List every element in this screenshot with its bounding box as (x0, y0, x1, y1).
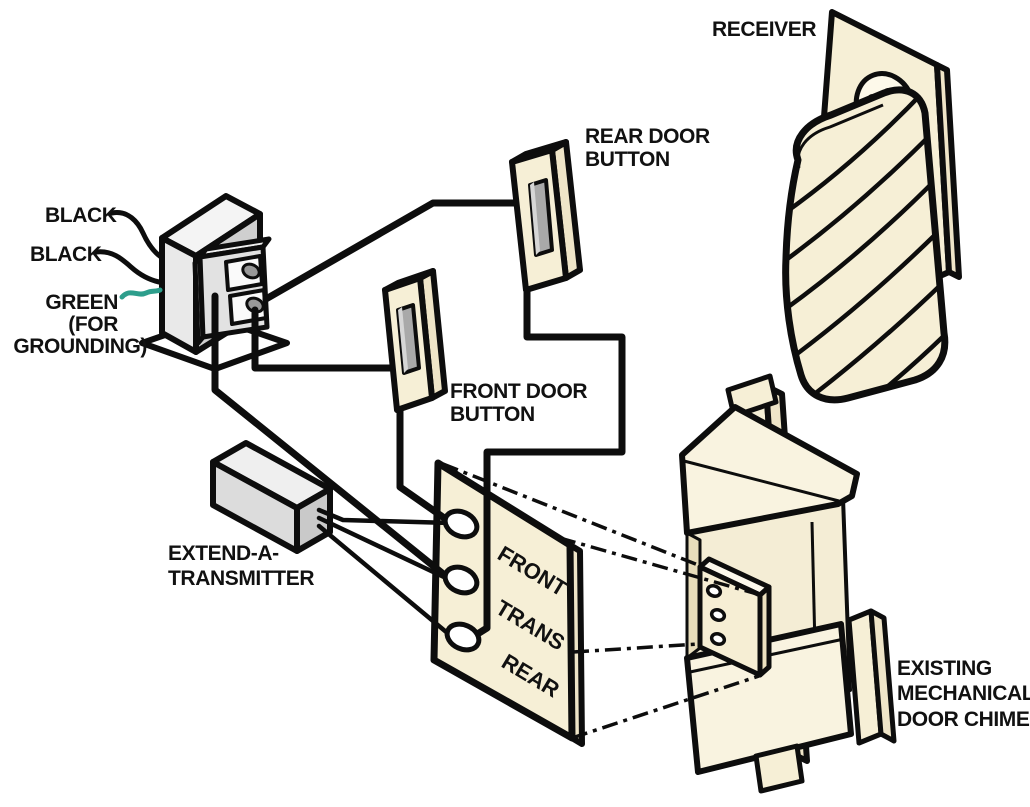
terminal-front-screw (442, 508, 480, 540)
label-transmitter-1: EXTEND-A- (168, 542, 279, 565)
label-green-3: GROUNDING) (13, 335, 147, 358)
label-rear-door-2: BUTTON (585, 148, 670, 171)
label-receiver: RECEIVER (712, 18, 816, 41)
label-chime-1: EXISTING (897, 657, 992, 680)
terminal-rear-screw (444, 621, 482, 653)
wire-transformer-to-rear-button (262, 199, 523, 303)
front-button-pushbutton-highlight (398, 307, 408, 373)
extend-a-transmitter (210, 440, 333, 554)
chime-top-cover (679, 404, 860, 536)
label-black-wire-2: BLACK (30, 243, 102, 266)
front-door-button (382, 268, 448, 413)
terminal-trans-screw (442, 564, 480, 596)
rear-button-pushbutton-highlight (530, 182, 540, 255)
label-chime-3: DOOR CHIME (897, 708, 1030, 731)
rear-door-button (509, 139, 583, 293)
green-ground-wire (119, 287, 163, 300)
wiring (211, 199, 626, 644)
wire-transmitter-to-rear-terminal (316, 523, 460, 644)
wire-transformer-to-trans-terminal (211, 292, 451, 581)
chime-right-tab-side (868, 608, 897, 744)
label-green-2: (FOR (68, 313, 118, 336)
chime-terminal-hole-3 (709, 632, 727, 646)
label-transmitter-2: TRANSMITTER (168, 567, 314, 590)
label-green-1: GREEN (45, 291, 118, 314)
label-front-door-1: FRONT DOOR (450, 380, 587, 403)
chime-bottom-tab (753, 743, 805, 794)
label-chime-2: MECHANICAL (897, 682, 1030, 705)
wire-front-button-to-front-terminal (396, 401, 454, 526)
existing-mechanical-door-chime (679, 373, 897, 794)
chime-terminal-hole-1 (705, 584, 723, 598)
receiver-body-contour (796, 103, 884, 169)
wire-transformer-to-front-button (251, 306, 399, 372)
projection-line-upper (559, 536, 758, 596)
projection-line-lower (572, 642, 700, 654)
outlet-wall-plate-side (934, 62, 962, 280)
transformer-box-left (159, 235, 199, 355)
label-front-door-2: BUTTON (450, 403, 535, 426)
receiver-unit (782, 9, 962, 404)
label-rear-door-1: REAR DOOR (585, 125, 710, 148)
wire-rear-button-to-rear-terminal (464, 287, 626, 644)
label-black-wire-1: BLACK (45, 204, 117, 227)
transformer-terminal-upper-screw (241, 262, 261, 280)
receiver-speaker-grille (785, 89, 945, 400)
black-wire-leader-2 (93, 249, 162, 285)
wire-transmitter-to-front-terminal (316, 507, 454, 526)
chime-top-cover-edge (683, 459, 840, 503)
projection-line-bottom (571, 674, 760, 740)
wire-transmitter-to-trans-terminal (316, 515, 449, 581)
transmitter-box-end (294, 486, 333, 554)
black-wire-leader-1 (109, 210, 164, 260)
chime-terminal-hole-2 (709, 608, 727, 622)
